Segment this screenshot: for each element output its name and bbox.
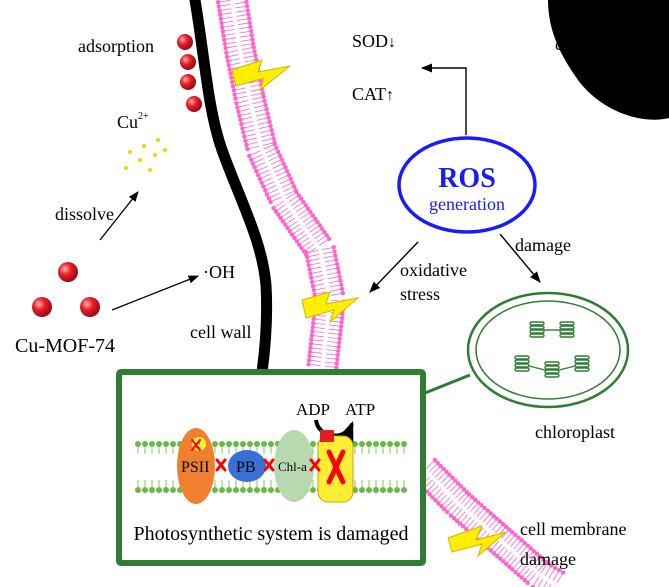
stress-label: stress — [400, 284, 440, 304]
chloroplast-inner — [475, 300, 621, 400]
ros-to-enzyme-arrow — [420, 63, 467, 135]
chloroplast-connector — [419, 373, 471, 397]
cat-label: CAT↑ — [352, 84, 394, 104]
cell-wall-shape — [189, 0, 273, 378]
copper-ion-dots — [124, 138, 167, 172]
cell-nucleus-label: cell nucleus — [555, 35, 636, 54]
psii-complex — [177, 428, 215, 504]
lightning-bolt-icon — [231, 59, 291, 92]
chloroplast-outer — [466, 291, 630, 409]
copper-ion-label: Cu2+ — [117, 111, 149, 132]
adsorption-label: adsorption — [78, 36, 154, 56]
cell-wall-label: cell wall — [190, 322, 251, 342]
psii-label: PSII — [181, 459, 209, 476]
psii-c-badge — [192, 437, 206, 451]
adsorbed-particle — [186, 96, 202, 112]
generation-label: generation — [429, 194, 505, 214]
chloroplast-label: chloroplast — [535, 422, 615, 442]
cu-mof-label: Cu-MOF-74 — [15, 335, 115, 357]
adsorbed-particle — [180, 74, 196, 90]
ros-label: ROS — [438, 163, 496, 194]
oxidative-label: oxidative — [400, 260, 467, 280]
adsorbed-particle — [177, 34, 193, 50]
ros-generation-ellipse — [397, 136, 537, 234]
lightning-bolt-icon — [301, 291, 360, 324]
chloroplast-grana — [514, 321, 590, 378]
dissolve-arrow — [99, 191, 139, 241]
adp-label: ADP — [296, 400, 330, 419]
mof-particle — [80, 297, 100, 317]
oxidative-stress-arrow — [369, 241, 419, 293]
cell-membrane-label: cell membrane — [520, 519, 626, 539]
dissolve-label: dissolve — [55, 204, 114, 224]
mof-particle — [58, 262, 78, 282]
photosynthetic-caption: Photosynthetic system is damaged — [134, 523, 409, 545]
membrane-damage-label: damage — [520, 549, 576, 569]
hydroxyl-label: ·OH — [203, 262, 235, 282]
cell-nucleus-shape — [548, 0, 669, 120]
adsorbed-particle — [180, 54, 196, 70]
chlorophyll-a — [274, 430, 314, 502]
atp-synthase-head — [320, 430, 334, 442]
atp-label: ATP — [345, 400, 375, 419]
chl-a-label: Chl-a — [278, 459, 307, 474]
pb-label: PB — [236, 459, 256, 476]
lightning-bolt-icon — [447, 525, 507, 558]
inhibition-marks — [191, 439, 346, 485]
hydroxyl-arrow — [111, 275, 199, 311]
plastoquinone-pb — [228, 450, 266, 482]
sod-label: SOD↓ — [352, 31, 396, 51]
ros-to-chloroplast-arrow — [499, 233, 541, 283]
mof-particle — [32, 297, 52, 317]
damage-label: damage — [515, 235, 571, 255]
